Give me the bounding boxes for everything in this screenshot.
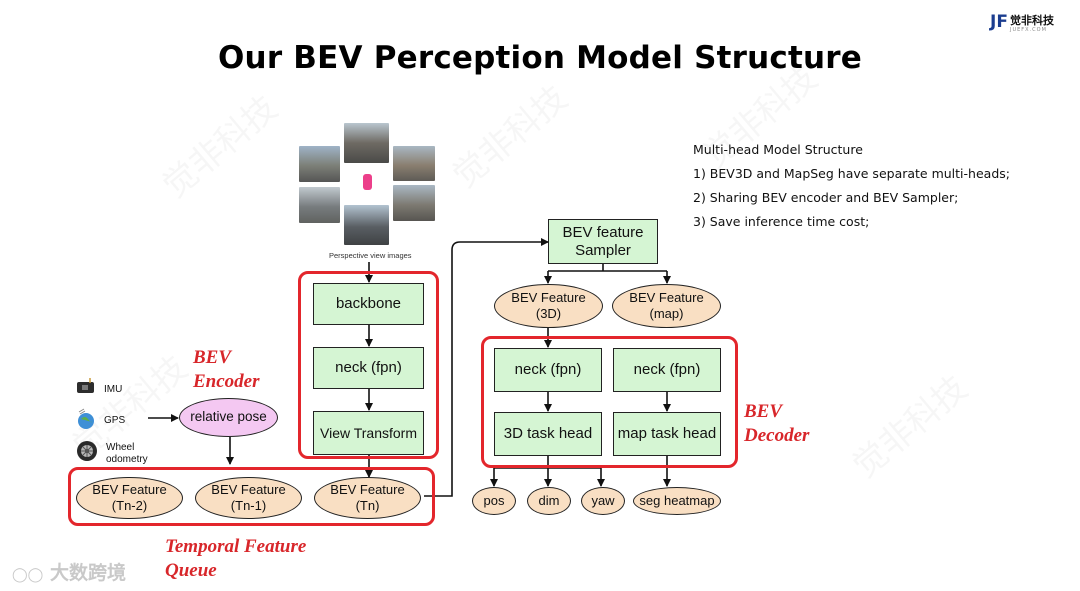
bev-decoder-label-line2: Decoder [744,424,810,446]
sampler-line1: BEV feature [562,224,644,242]
watermark-text: 大数跨境 [49,562,126,584]
decoder-neck-3d-block: neck (fpn) [494,348,602,392]
temporal-label-line1: Temporal Feature [165,536,307,557]
camera-image-back [344,205,389,245]
camera-image-back-left [299,187,340,223]
temporal-feature-tn-line2: (Tn) [355,498,380,513]
temporal-feature-tn-line1: BEV Feature [330,482,405,498]
bev-feature-map: BEV Feature(map) [612,284,721,328]
camera-image-back-right [393,185,435,221]
sampler-line2: Sampler [575,241,631,259]
wheel-label-line2: odometry [106,453,148,465]
output-dim: dim [527,487,571,515]
view-transform-block: View Transform [313,411,424,455]
bev-encoder-label: BEV Encoder [193,346,260,394]
notes-item-1: 1) BEV3D and MapSeg have separate multi-… [693,166,1010,181]
output-seg-heatmap: seg heatmap [633,487,721,515]
images-caption: Perspective view images [329,251,412,260]
output-pos: pos [472,487,516,515]
feature-map-line1: BEV Feature [629,290,704,306]
watermark-icon: ◯◯ [12,567,44,583]
output-yaw: yaw [581,487,625,515]
split-3d-head-lines [493,456,602,484]
encoder-neck-block: neck (fpn) [313,347,424,389]
temporal-queue-group [68,467,435,526]
backbone-block: backbone [313,283,424,325]
temporal-label-line2: Queue [165,559,217,581]
camera-image-front-left [299,146,340,182]
temporal-feature-tn-2: BEV Feature(Tn-2) [76,477,183,519]
bev-feature-3d: BEV Feature(3D) [494,284,603,328]
page-title: Our BEV Perception Model Structure [218,40,862,76]
company-logo: JF 觉非科技 JUEFX.COM [990,10,1070,36]
camera-image-front-right [393,146,435,181]
imu-icon [76,377,96,395]
watermark: ◯◯ 大数跨境 [12,558,126,585]
temporal-feature-tn-2-line2: (Tn-2) [111,498,148,513]
bev-decoder-group [481,336,738,468]
arrow-queue-to-sampler [424,238,549,497]
3d-task-head-block: 3D task head [494,412,602,456]
gps-label: GPS [104,415,126,426]
temporal-feature-tn: BEV Feature(Tn) [314,477,421,519]
relative-pose-node: relative pose [179,398,278,437]
ego-vehicle-icon [363,174,372,190]
map-task-head-block: map task head [613,412,721,456]
wheel-label-line1: Wheel [106,442,135,453]
temporal-queue-label: Temporal Feature Queue [165,535,306,583]
feature-3d-line1: BEV Feature [511,290,586,306]
temporal-feature-tn-1: BEV Feature(Tn-1) [195,477,302,519]
feature-map-line2: (map) [649,306,684,321]
notes-item-3: 3) Save inference time cost; [693,214,870,229]
temporal-feature-tn-1-line1: BEV Feature [211,482,286,498]
wheel-odometry-label: Wheel odometry [106,442,148,465]
temporal-feature-tn-2-line1: BEV Feature [92,482,167,498]
logo-mark: JF [990,12,1008,32]
logo-subtext: JUEFX.COM [1010,27,1047,33]
imu-label: IMU [104,384,123,395]
bev-decoder-label-line1: BEV [744,401,783,422]
temporal-feature-tn-1-line2: (Tn-1) [230,498,267,513]
bev-encoder-label-line2: Encoder [193,370,260,392]
bev-encoder-group [298,271,439,459]
notes-item-2: 2) Sharing BEV encoder and BEV Sampler; [693,190,959,205]
logo-text: 觉非科技 [1010,14,1054,27]
gps-icon [76,408,96,430]
camera-image-front [344,123,389,163]
bev-decoder-label: BEV Decoder [744,400,809,448]
bev-encoder-label-line1: BEV [193,347,232,368]
notes-heading: Multi-head Model Structure [693,142,863,157]
wheel-icon [76,440,98,462]
split-sampler-lines [547,264,668,282]
decoder-neck-map-block: neck (fpn) [613,348,721,392]
perspective-images [299,121,437,247]
feature-3d-line2: (3D) [535,306,562,321]
